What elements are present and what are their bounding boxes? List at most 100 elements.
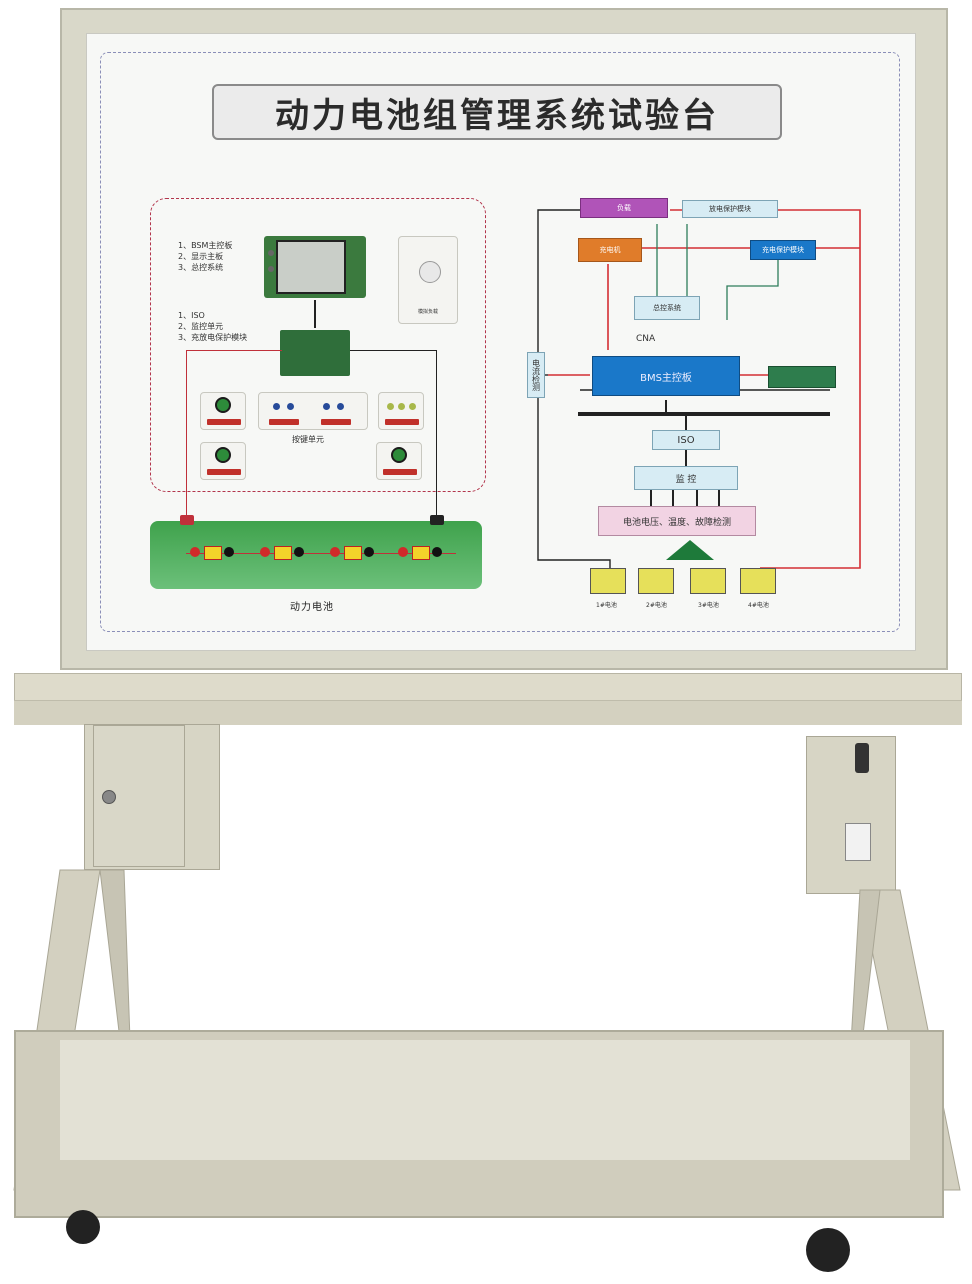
jack-icon (190, 547, 200, 557)
led-icon (409, 403, 416, 410)
cell-label: 2#电池 (646, 602, 667, 609)
led-icon (387, 403, 394, 410)
keys-label: 按键单元 (292, 435, 324, 444)
board-list-item: 3、总控系统 (178, 263, 224, 272)
board-list-item: 1、BSM主控板 (178, 241, 233, 250)
can-output-block (768, 366, 836, 388)
monitor-line (718, 490, 720, 506)
positive-terminal-icon (180, 515, 194, 525)
fuse-icon (344, 546, 362, 560)
key-tag (321, 419, 351, 425)
stop-tag (383, 469, 417, 475)
caster-wheel-icon (806, 1228, 850, 1272)
jack-icon (364, 547, 374, 557)
panel-title-text: 动力电池组管理系统试验台 (275, 95, 719, 136)
fuse-icon (274, 546, 292, 560)
negative-terminal-icon (430, 515, 444, 525)
stop-button-icon[interactable] (391, 447, 407, 463)
jack-icon (294, 547, 304, 557)
cell-icon (638, 568, 674, 594)
monitor-line (650, 490, 652, 506)
key-icon[interactable] (287, 403, 294, 410)
load-module: 模拟负载 (398, 236, 458, 324)
cabinet-door[interactable] (93, 725, 185, 867)
load-block-label: 负载 (617, 204, 631, 212)
bms-block: BMS主控板 (592, 356, 740, 396)
cna-label: CNA (636, 334, 656, 344)
shelf-surface (60, 1040, 910, 1160)
start-button-icon[interactable] (215, 447, 231, 463)
fuse-icon (412, 546, 430, 560)
caster-wheel-icon (66, 1210, 100, 1244)
power-switch[interactable] (200, 392, 246, 430)
board-list-item: 2、显示主板 (178, 252, 224, 261)
monitor-block: 监 控 (634, 466, 738, 490)
led-tag (385, 419, 419, 425)
jack-icon (398, 547, 408, 557)
charger-label: 充电机 (599, 246, 621, 254)
charge-protect-label: 充电保护模块 (762, 246, 804, 254)
knob-icon (268, 250, 274, 256)
detection-label: 电池电压、温度、故障检测 (622, 517, 731, 528)
cell-icon (590, 568, 626, 594)
link-arrow-icon (314, 300, 316, 328)
left-cabinet (84, 724, 220, 870)
detection-block: 电池电压、温度、故障检测 (598, 506, 756, 536)
led-icon (398, 403, 405, 410)
bus-bar (578, 412, 830, 416)
iso-connector (685, 416, 687, 430)
knob-icon (268, 266, 274, 272)
lcd-screen (276, 240, 346, 294)
module-list-item: 2、监控单元 (178, 322, 224, 331)
key-icon[interactable] (337, 403, 344, 410)
module-list-item: 3、充放电保护模块 (178, 333, 248, 342)
monitor-label: 监 控 (675, 474, 697, 485)
iso-label: ISO (677, 434, 695, 446)
wire-red (186, 350, 282, 351)
load-module-label: 模拟负载 (417, 309, 438, 315)
discharge-protect-label: 放电保护模块 (709, 205, 751, 213)
power-tag (207, 419, 241, 425)
panel-title: 动力电池组管理系统试验台 (212, 84, 782, 140)
monitor-connector (685, 450, 687, 466)
control-pcb (280, 330, 350, 376)
series-wire (186, 553, 456, 554)
master-control-label: 总控系统 (653, 304, 681, 312)
charge-protect-block: 充电保护模块 (750, 240, 816, 260)
power-battery (150, 515, 482, 589)
fuse-icon (204, 546, 222, 560)
wire-black (350, 350, 436, 351)
buzzer-icon (419, 261, 441, 283)
module-list: 1、ISO 2、监控单元 3、充放电保护模块 (178, 310, 247, 343)
breaker-switch-icon[interactable] (845, 823, 871, 861)
bus-connector (665, 400, 667, 412)
module-list-item: 1、ISO (178, 311, 205, 320)
key-unit[interactable] (258, 392, 368, 430)
bms-label: BMS主控板 (640, 372, 692, 384)
up-arrow-icon (666, 540, 714, 560)
cell-icon (690, 568, 726, 594)
key-icon[interactable] (273, 403, 280, 410)
discharge-protect-block: 放电保护模块 (682, 200, 778, 218)
master-control-block: 总控系统 (634, 296, 700, 320)
load-block: 负载 (580, 198, 668, 218)
monitor-line (696, 490, 698, 506)
stop-switch[interactable] (376, 442, 422, 480)
monitor-line (672, 490, 674, 506)
cell-label: 3#电池 (698, 602, 719, 609)
socket-icon (855, 743, 869, 773)
charger-block: 充电机 (578, 238, 642, 262)
jack-icon (432, 547, 442, 557)
lock-icon[interactable] (102, 790, 116, 804)
power-button-icon[interactable] (215, 397, 231, 413)
key-tag (269, 419, 299, 425)
start-tag (207, 469, 241, 475)
start-switch[interactable] (200, 442, 246, 480)
wire-black (436, 350, 437, 518)
battery-label: 动力电池 (290, 602, 334, 613)
board-list: 1、BSM主控板 2、显示主板 3、总控系统 (178, 240, 232, 273)
cell-label: 1#电池 (596, 602, 617, 609)
wire-red (186, 350, 187, 518)
current-detect-label: 电流检测 (531, 359, 541, 391)
key-icon[interactable] (323, 403, 330, 410)
